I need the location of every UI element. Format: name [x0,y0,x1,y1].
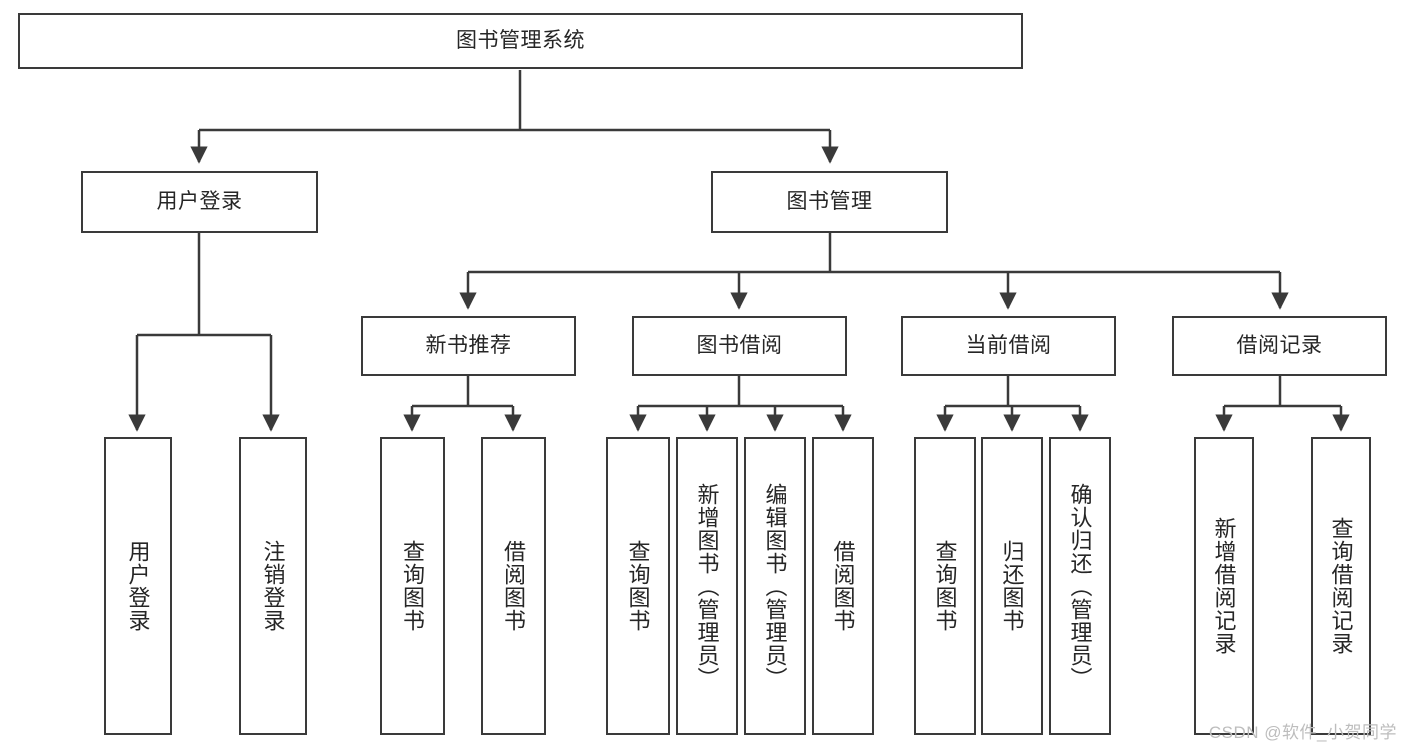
node-label: 查询图书 [400,540,426,632]
node-label: 查询借阅记录 [1328,517,1354,655]
node-new-book-recommend[interactable]: 新书推荐 [361,316,576,376]
node-label: 借阅图书 [501,540,527,632]
node-label: 新书推荐 [425,333,512,357]
leaf-return-book[interactable]: 归还图书 [981,437,1043,735]
node-label: 图书管理系统 [456,28,585,52]
node-label: 图书管理 [786,189,873,213]
csdn-watermark: CSDN @软件_小贺同学 [1208,723,1397,742]
node-user-login[interactable]: 用户登录 [81,171,318,233]
leaf-borrow-book-2[interactable]: 借阅图书 [812,437,874,735]
leaf-add-record[interactable]: 新增借阅记录 [1194,437,1254,735]
node-label: 新增图书（管理员） [694,482,720,690]
node-label: 用户登录 [156,189,243,213]
node-label: 图书借阅 [696,333,783,357]
node-label: 新增借阅记录 [1211,517,1237,655]
leaf-user-login[interactable]: 用户登录 [104,437,172,735]
node-borrow-record[interactable]: 借阅记录 [1172,316,1387,376]
leaf-borrow-book-1[interactable]: 借阅图书 [481,437,546,735]
node-label: 归还图书 [999,540,1025,632]
leaf-query-record[interactable]: 查询借阅记录 [1311,437,1371,735]
node-book-borrow[interactable]: 图书借阅 [632,316,847,376]
node-label: 查询图书 [625,540,651,632]
node-root-system[interactable]: 图书管理系统 [18,13,1023,69]
leaf-query-book-2[interactable]: 查询图书 [606,437,670,735]
leaf-add-book[interactable]: 新增图书（管理员） [676,437,738,735]
node-label: 用户登录 [125,540,151,632]
leaf-confirm-return[interactable]: 确认归还（管理员） [1049,437,1111,735]
node-label: 查询图书 [932,540,958,632]
node-current-borrow[interactable]: 当前借阅 [901,316,1116,376]
leaf-logout-login[interactable]: 注销登录 [239,437,307,735]
node-label: 编辑图书（管理员） [762,482,788,690]
node-label: 当前借阅 [965,333,1052,357]
leaf-query-book-1[interactable]: 查询图书 [380,437,445,735]
node-label: 借阅记录 [1236,333,1323,357]
node-label: 确认归还（管理员） [1067,482,1093,690]
node-book-manage[interactable]: 图书管理 [711,171,948,233]
leaf-query-book-3[interactable]: 查询图书 [914,437,976,735]
leaf-edit-book[interactable]: 编辑图书（管理员） [744,437,806,735]
node-label: 注销登录 [260,540,286,632]
node-label: 借阅图书 [830,540,856,632]
